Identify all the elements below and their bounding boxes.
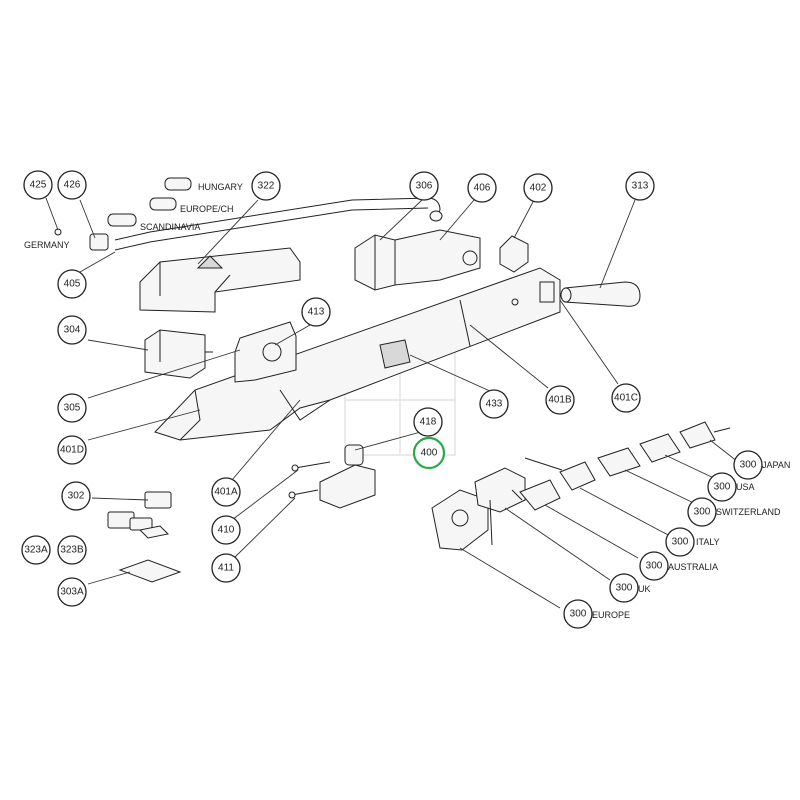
callout-323B: 323B <box>57 535 87 565</box>
callout-304: 304 <box>57 315 87 345</box>
plug-uk <box>474 467 526 546</box>
svg-text:405: 405 <box>64 279 81 290</box>
svg-text:302: 302 <box>68 491 85 502</box>
svg-text:413: 413 <box>308 307 325 318</box>
country-plug-inserts <box>107 177 192 227</box>
plug-usa <box>639 433 681 463</box>
callout-300-uk: 300 <box>609 573 639 603</box>
svg-text:313: 313 <box>632 181 649 192</box>
label-europe-ch: EUROPE/CH <box>180 204 234 214</box>
bracket-413 <box>234 321 297 383</box>
tube-rod <box>114 197 443 251</box>
svg-text:322: 322 <box>258 181 275 192</box>
callout-300-australia: 300 <box>639 551 669 581</box>
callout-418: 418 <box>413 407 443 437</box>
callout-306: 306 <box>409 171 439 201</box>
callout-426: 426 <box>57 170 87 200</box>
svg-text:433: 433 <box>486 399 503 410</box>
callout-300-switzerland: 300 <box>687 497 717 527</box>
callout-410: 410 <box>211 515 241 545</box>
svg-text:406: 406 <box>474 183 491 194</box>
callout-401D: 401D <box>57 435 87 465</box>
callout-405: 405 <box>57 269 87 299</box>
terminals-302-323 <box>107 491 172 539</box>
callout-300-usa: 300 <box>707 472 737 502</box>
leader-lines <box>45 197 739 609</box>
chassis-401 <box>154 267 561 441</box>
svg-text:304: 304 <box>64 325 81 336</box>
label-japan: JAPAN <box>762 460 790 470</box>
callout-313: 313 <box>625 171 655 201</box>
label-hungary: HUNGARY <box>198 182 243 192</box>
svg-text:401D: 401D <box>60 445 84 456</box>
callout-300-europe: 300 <box>563 599 593 629</box>
callout-401A: 401A <box>211 477 241 507</box>
callout-401B: 401B <box>545 385 575 415</box>
svg-text:300: 300 <box>616 583 633 594</box>
callout-323A: 323A <box>21 535 51 565</box>
label-italy: ITALY <box>696 537 720 547</box>
callout-401C: 401C <box>611 383 641 413</box>
label-uk: UK <box>638 584 651 594</box>
svg-text:411: 411 <box>218 563 234 574</box>
plug-europe <box>431 489 489 551</box>
callout-303A: 303A <box>57 577 87 607</box>
callout-302: 302 <box>61 481 91 511</box>
box-304 <box>144 329 213 379</box>
svg-text:323B: 323B <box>60 545 84 556</box>
callout-406: 406 <box>467 173 497 203</box>
switch-406 <box>394 229 481 286</box>
callout-413: 413 <box>301 297 331 327</box>
pin-313 <box>560 281 641 307</box>
cover-322 <box>139 247 301 313</box>
terminal-block-400 <box>288 444 376 509</box>
svg-text:400: 400 <box>421 448 438 459</box>
svg-text:305: 305 <box>64 403 81 414</box>
callout-402: 402 <box>523 173 553 203</box>
label-usa: USA <box>736 482 755 492</box>
callouts: 425 426 405 322 306 406 402 313 304 413 … <box>21 170 763 629</box>
svg-text:300: 300 <box>672 537 689 548</box>
svg-text:402: 402 <box>530 183 547 194</box>
label-australia: AUSTRALIA <box>668 562 718 572</box>
svg-text:410: 410 <box>218 525 235 536</box>
svg-text:426: 426 <box>64 180 81 191</box>
callout-433: 433 <box>479 389 509 419</box>
svg-text:300: 300 <box>570 609 587 620</box>
callout-322: 322 <box>251 171 281 201</box>
callout-411: 411 <box>211 553 241 583</box>
callout-425: 425 <box>23 170 53 200</box>
callout-305: 305 <box>57 393 87 423</box>
plug-japan <box>679 421 731 449</box>
svg-text:300: 300 <box>694 507 711 518</box>
callout-300-italy: 300 <box>665 527 695 557</box>
plug-italy <box>524 457 596 491</box>
label-germany: GERMANY <box>24 240 70 250</box>
label-scandinavia: SCANDINAVIA <box>140 222 200 232</box>
svg-text:418: 418 <box>420 417 437 428</box>
svg-text:300: 300 <box>740 460 757 471</box>
svg-text:323A: 323A <box>24 545 48 556</box>
svg-text:401A: 401A <box>214 487 238 498</box>
plate-303A <box>118 559 182 583</box>
region-labels: HUNGARY EUROPE/CH SCANDINAVIA GERMANY JA… <box>24 182 790 620</box>
callout-400: 400 <box>412 436 446 470</box>
label-switzerland: SWITZERLAND <box>716 507 781 517</box>
knob-402 <box>499 235 529 273</box>
label-europe: EUROPE <box>592 610 630 620</box>
svg-text:401B: 401B <box>548 395 572 406</box>
svg-text:425: 425 <box>30 180 47 191</box>
svg-text:300: 300 <box>714 482 731 493</box>
plug-switzerland <box>597 447 641 477</box>
callout-300-japan: 300 <box>733 450 763 480</box>
svg-text:401C: 401C <box>614 393 638 404</box>
svg-text:303A: 303A <box>60 587 84 598</box>
svg-text:306: 306 <box>416 181 433 192</box>
svg-text:300: 300 <box>646 561 663 572</box>
block-306 <box>354 234 396 291</box>
plug-australia <box>511 479 561 511</box>
